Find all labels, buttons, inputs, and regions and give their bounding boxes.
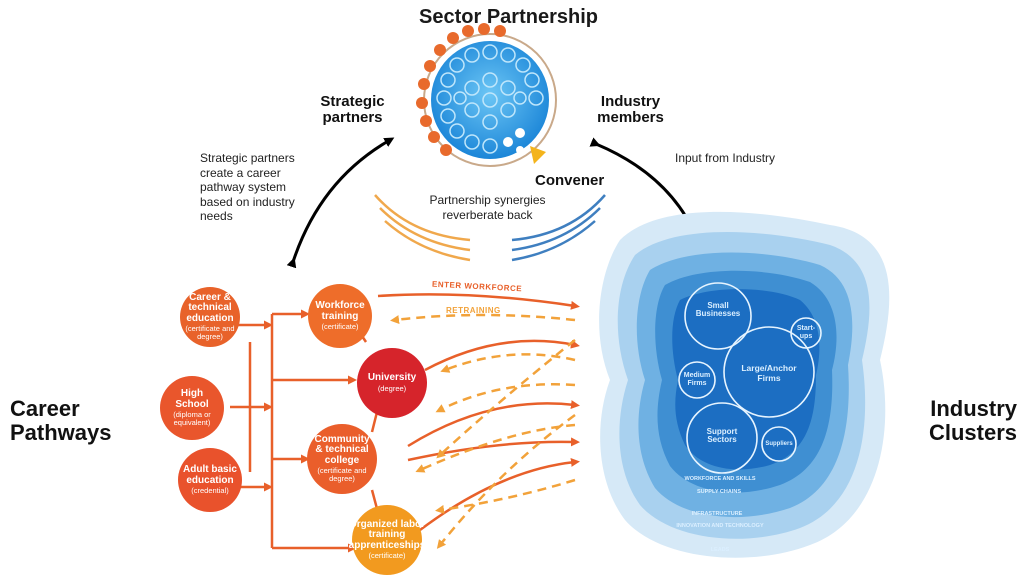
node-title: Community & technical college — [314, 433, 370, 466]
node-title: Adult basic education — [183, 464, 237, 486]
synergy-note: Partnership synergies reverberate back — [429, 193, 546, 222]
node-title: High School — [175, 388, 209, 410]
cluster-ring-innovation: INNOVATION AND TECHNOLOGY — [676, 523, 764, 529]
cluster-ring-infrastructure: INFRASTRUCTURE — [691, 511, 743, 517]
cluster-small-businesses: Small Businesses — [695, 301, 741, 318]
cluster-ring-leads: LEADS — [710, 547, 730, 553]
career-technical-education-node: Career & technical education (certificat… — [180, 287, 240, 347]
node-subtitle: (credential) — [191, 486, 229, 495]
left-double-arrow — [286, 137, 395, 269]
node-title: University — [367, 372, 417, 384]
node-subtitle: (certificate) — [321, 322, 359, 331]
career-pathways-label: Career Pathways — [10, 396, 112, 445]
cluster-support-sectors: Support Sectors — [706, 427, 738, 444]
convener-label: Convener — [535, 172, 605, 189]
organized-labor-training-node: Organized labor training apprenticeships… — [349, 505, 425, 575]
high-school-node: High School (diploma or equivalent) — [160, 376, 224, 440]
node-subtitle: (degree) — [377, 383, 407, 393]
retraining-label: RETRAINING — [446, 306, 501, 315]
adult-basic-education-node: Adult basic education (credential) — [178, 448, 242, 512]
node-title: Career & technical education — [186, 291, 234, 324]
node-title: Organized labor training apprenticeships — [348, 518, 426, 551]
right-note: Input from Industry — [675, 151, 776, 165]
industry-members-label: Industry members — [597, 93, 664, 126]
industry-cluster-blob — [599, 211, 890, 558]
cluster-ring-supply-chains: SUPPLY CHAINS — [696, 489, 741, 495]
cluster-large-anchor-firms: Large/Anchor Firms — [741, 363, 797, 383]
node-subtitle: (certificate and degree) — [317, 466, 367, 484]
cluster-startups: Start-ups — [796, 325, 816, 340]
industry-clusters-label: Industry Clusters — [928, 396, 1017, 445]
retraining-lines — [390, 313, 576, 549]
university-node: University (degree) — [357, 348, 427, 418]
strategic-partners-label: Strategic partners — [320, 93, 385, 126]
diagram-title: Sector Partnership — [419, 6, 598, 28]
cluster-ring-workforce: WORKFORCE AND SKILLS — [684, 476, 756, 482]
node-subtitle: (certificate) — [368, 551, 406, 561]
node-subtitle: (certificate and degree) — [185, 324, 235, 342]
cluster-suppliers: Suppliers — [765, 441, 793, 447]
cluster-medium-firms: Medium Firms — [683, 372, 711, 387]
node-title: Workforce training — [315, 300, 365, 322]
workforce-training-node: Workforce training (certificate) — [308, 284, 372, 348]
partnership-hub — [416, 23, 557, 167]
left-note: Strategic partners create a career pathw… — [200, 151, 295, 223]
community-technical-college-node: Community & technical college (certifica… — [307, 424, 377, 494]
node-subtitle: (diploma or equivalent) — [173, 410, 211, 427]
